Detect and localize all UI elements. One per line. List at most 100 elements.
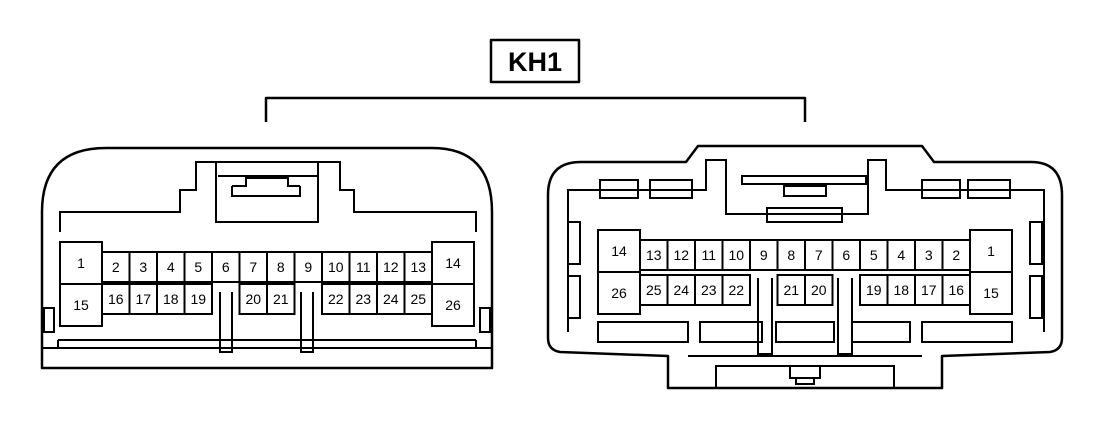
right-connector-side-key-1 [567,221,581,265]
left-pin-20-label: 20 [245,291,261,307]
left-pin-26-cavity [431,283,475,327]
left-pin-22-label: 22 [328,291,344,307]
right-pin-6-label: 6 [842,247,850,263]
right-connector-window-3 [921,179,961,199]
left-pin-25-label: 25 [410,291,426,307]
right-pin-12-cavity [666,239,696,271]
right-connector-center-tab [766,207,843,223]
right-pin-4-label: 4 [897,247,905,263]
left-pin-10-cavity [321,251,351,283]
left-pin-24-label: 24 [383,291,399,307]
right-pin-9-cavity [749,239,779,271]
left-pin-23-label: 23 [355,291,371,307]
right-pin-5-cavity [859,239,889,271]
left-pin-18-label: 18 [163,291,179,307]
right-connector-bottom-block-5 [921,321,1013,343]
left-pin-19-label: 19 [190,291,206,307]
right-connector-bottom-lock [688,355,922,388]
right-pin-23-cavity [694,274,724,306]
right-pin-23-label: 23 [701,282,717,298]
right-connector-top-tab [783,185,827,197]
right-pin-26-cavity [597,271,641,315]
right-pin-16-cavity [941,274,971,306]
left-connector-latch [59,161,477,232]
right-pin-16-label: 16 [948,282,964,298]
left-connector-side-key-left [43,307,55,333]
right-pin-26-label: 26 [611,285,627,301]
left-connector-base [42,339,492,349]
left-pin-18-cavity [156,283,186,315]
left-pin-4-cavity [156,251,186,283]
left-connector-slot-1 [219,292,233,353]
right-pin-17-cavity [914,274,944,306]
left-pin-13-cavity [403,251,433,283]
right-pin-11-label: 11 [701,247,716,263]
left-pin-25-cavity [403,283,433,315]
right-pin-25-cavity [639,274,669,306]
right-pin-22-cavity [721,274,751,306]
right-connector-bottom-block-2 [699,321,763,343]
right-pin-13-label: 13 [646,247,662,263]
left-connector-latch-inner [215,162,319,223]
right-connector-side-key-4 [1029,275,1043,319]
right-pin-2-label: 2 [952,247,960,263]
right-connector-bottom-block-4 [851,321,911,343]
left-connector-side-key-right [479,307,491,333]
connector-title: KH1 [508,47,562,77]
right-pin-12-label: 12 [673,247,689,263]
right-pin-18-label: 18 [893,282,909,298]
right-pin-19-label: 19 [866,282,882,298]
right-pin-20-label: 20 [811,282,827,298]
right-pin-20-cavity [804,274,834,306]
right-pin-9-label: 9 [760,247,768,263]
right-pin-11-cavity [694,239,724,271]
right-connector-side-key-3 [1029,221,1043,265]
left-pin-2-label: 2 [112,259,120,275]
left-pin-1-cavity [59,241,103,285]
right-pin-3-label: 3 [925,247,933,263]
right-pin-2-cavity [941,239,971,271]
left-connector-housing [40,146,494,370]
left-pin-12-label: 12 [383,259,399,275]
left-connector-slot-2 [300,292,314,353]
right-pin-7-label: 7 [815,247,823,263]
right-connector-slot-1 [757,278,773,355]
connector-title-box [489,38,581,84]
right-connector-window-1 [599,179,639,199]
left-pin-6-cavity [211,251,241,283]
right-pin-22-label: 22 [728,282,744,298]
right-pin-24-label: 24 [673,282,689,298]
right-pin-7-cavity [804,239,834,271]
right-pin-10-label: 10 [728,247,744,263]
left-pin-17-cavity [128,283,158,315]
right-connector-inner-outline [567,159,1045,332]
right-pin-15-label: 15 [983,285,999,301]
left-pin-3-label: 3 [139,259,147,275]
right-pin-21-label: 21 [783,282,799,298]
left-pin-6-label: 6 [222,259,230,275]
left-pin-21-cavity [266,283,296,315]
left-pin-19-cavity [183,283,213,315]
left-pin-16-cavity [101,283,131,315]
right-connector-slot-2 [837,278,853,355]
right-pin-6-cavity [831,239,861,271]
right-pin-8-label: 8 [787,247,795,263]
right-pin-13-cavity [639,239,669,271]
connector-title-group: KH1 [489,38,581,84]
left-pin-4-label: 4 [167,259,175,275]
left-pin-10-label: 10 [328,259,344,275]
right-pin-5-label: 5 [870,247,878,263]
left-pin-5-label: 5 [194,259,202,275]
left-pin-1-label: 1 [77,255,85,271]
right-connector-side-key-2 [567,275,581,319]
right-pin-1-label: 1 [987,243,995,259]
left-pin-11-label: 11 [356,259,371,275]
left-pin-16-label: 16 [108,291,124,307]
left-pin-8-label: 8 [277,259,285,275]
right-connector-bottom-block-1 [597,321,689,343]
right-connector-window-4 [967,179,1011,199]
left-pin-9-cavity [293,251,323,283]
